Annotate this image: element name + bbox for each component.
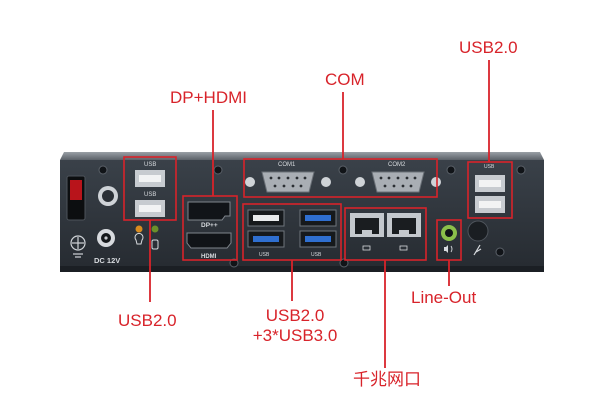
status-leds xyxy=(134,225,159,250)
screws xyxy=(98,165,526,268)
display-ports: DP++ HDMI xyxy=(186,201,232,260)
lan-ports xyxy=(350,213,421,251)
label-usb2-left: USB2.0 xyxy=(118,311,177,330)
label-dp-hdmi: DP+HDMI xyxy=(170,88,247,107)
power-switch xyxy=(66,175,86,221)
usb-small-marking-2: USB xyxy=(311,252,322,258)
label-usb-mixed: USB2.0 +3*USB3.0 xyxy=(240,306,350,346)
dp-port-marking: DP++ xyxy=(201,222,218,229)
label-gigabit-lan: 千兆网口 xyxy=(353,370,421,389)
highlight-dp-hdmi xyxy=(182,195,238,261)
com2-marking: COM2 xyxy=(388,162,406,168)
hdmi-port-marking: HDMI xyxy=(201,254,217,260)
usb-right-stack: USB xyxy=(475,164,505,213)
com1-marking: COM1 xyxy=(278,162,296,168)
label-usb-mixed-line2: +3*USB3.0 xyxy=(252,326,338,345)
antenna-knockout xyxy=(467,220,489,256)
label-usb2-top-right: USB2.0 xyxy=(459,38,518,57)
dc-in-label: DC 12V xyxy=(94,256,120,265)
usb-right-marking: USB xyxy=(484,164,495,170)
label-usb-mixed-line1: USB2.0 xyxy=(265,306,325,325)
usb-small-marking-1: USB xyxy=(259,252,270,258)
ground-icon xyxy=(70,235,86,258)
usb-mixed-block: USB USB xyxy=(247,209,337,258)
usb-left-stack: USB USB xyxy=(135,162,165,217)
label-line-out: Line-Out xyxy=(411,288,477,307)
leader-lines xyxy=(149,60,490,368)
usb-left-top-marking: USB xyxy=(144,162,156,168)
label-com: COM xyxy=(325,70,365,89)
highlight-usb-right xyxy=(467,161,513,219)
usb-left-bottom-marking: USB xyxy=(144,192,156,198)
highlight-com xyxy=(243,158,438,198)
dc-power-jack xyxy=(97,229,115,247)
power-button xyxy=(98,186,118,206)
com-ports: COM1 COM2 xyxy=(245,162,441,193)
audio-line-out-jack xyxy=(441,225,457,253)
